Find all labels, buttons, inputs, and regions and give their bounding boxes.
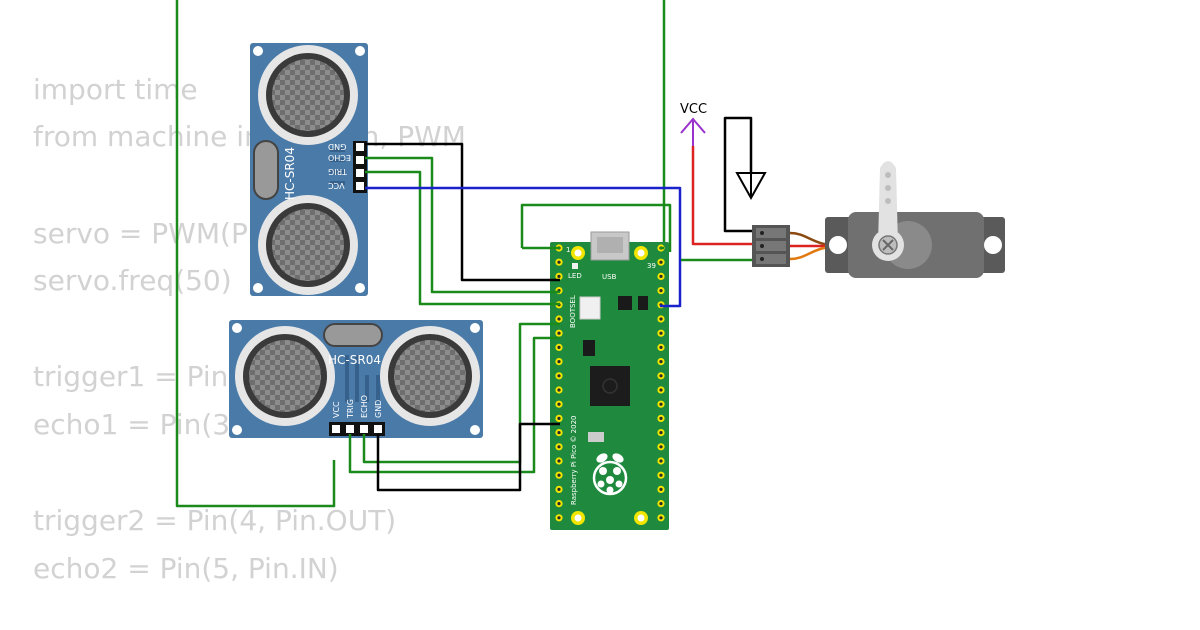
pico-pin-hole (659, 459, 663, 463)
pico-pin-hole (659, 289, 663, 293)
raspberry-logo-icon (592, 453, 628, 496)
screw-icon (882, 239, 894, 251)
pico-pin-hole (557, 473, 561, 477)
sensor-2-pin-label: VCC (332, 401, 341, 418)
vcc-label: VCC (680, 102, 707, 117)
sensor-2-pin-label: TRIG (346, 399, 355, 419)
pico-usb-label: USB (602, 273, 617, 281)
servo-horn[interactable] (872, 161, 904, 261)
pico-pin-hole (557, 388, 561, 392)
pico-pin-number: 1 (566, 246, 570, 254)
pico-pin-hole (557, 374, 561, 378)
pico-pin-hole (659, 473, 663, 477)
wire-green-trig-1 (365, 170, 560, 306)
sensor-1-pin-label: VCC (328, 181, 345, 190)
pico-pin-hole (659, 317, 663, 321)
wire-green-servo-signal (520, 203, 752, 262)
pico-pin-hole (557, 274, 561, 278)
pico-pin-hole (659, 416, 663, 420)
pico-pin-hole (659, 388, 663, 392)
wire-black-gnd-2 (376, 422, 560, 492)
pico-pin-hole (557, 459, 561, 463)
servo-connector[interactable] (752, 225, 790, 267)
wire-black-gnd-1 (365, 142, 560, 282)
crystal (618, 296, 632, 310)
code-line: import time (33, 73, 198, 106)
chip-small (638, 296, 648, 310)
pico-pins-left[interactable] (555, 244, 563, 522)
pico-pin-hole (659, 331, 663, 335)
flash-chip (583, 340, 595, 356)
pico-led-label: LED (568, 272, 582, 280)
raspberry-pi-pico[interactable]: USB LED 1 39 BOOTSEL Raspberry Pi Pico ©… (550, 231, 669, 530)
pico-pin-hole (557, 345, 561, 349)
servo-motor[interactable] (825, 161, 1005, 278)
pico-pin-hole (659, 374, 663, 378)
pico-pin-hole (557, 502, 561, 506)
pico-bootsel-label: BOOTSEL (569, 295, 577, 328)
pico-pin-hole (659, 345, 663, 349)
wire-green-trig-2 (348, 336, 560, 474)
sensor-1-pin-label: TRIG (328, 167, 348, 176)
onboard-led (572, 263, 578, 269)
pico-pin-hole (659, 487, 663, 491)
pico-pin-hole (659, 274, 663, 278)
crystal-oscillator (323, 323, 383, 347)
pico-pin-hole (557, 416, 561, 420)
pico-pin-hole (557, 260, 561, 264)
wire-green-left-loop (175, 0, 336, 508)
pico-pin-hole (659, 260, 663, 264)
pico-pin-hole (557, 331, 561, 335)
sensor-1-label: HC-SR04 (283, 147, 297, 200)
sensor-2-header[interactable] (329, 422, 385, 436)
pico-pin-hole (557, 317, 561, 321)
crystal-oscillator (253, 140, 279, 200)
code-line: trigger2 = Pin(4, Pin.OUT) (33, 504, 396, 537)
vcc-power-symbol: VCC (680, 102, 707, 148)
code-line: echo2 = Pin(5, Pin.IN) (33, 552, 339, 585)
code-line: servo.freq(50) (33, 264, 232, 297)
pico-pin-hole (659, 445, 663, 449)
regulator (588, 432, 604, 442)
ultrasonic-sensor-1[interactable]: HC-SR04 GND ECHO TRIG VCC (250, 43, 368, 296)
sensor-1-header[interactable] (353, 141, 367, 193)
wire-blue-vcc-1 (365, 186, 682, 308)
sensor-1-pin-label: GND (328, 142, 346, 151)
pico-pin-hole (557, 431, 561, 435)
pico-pin-hole (557, 516, 561, 520)
bootsel-button[interactable] (579, 296, 601, 320)
pico-pin-hole (659, 360, 663, 364)
ultrasonic-sensor-2[interactable]: HC-SR04 VCC TRIG ECHO GND (229, 320, 483, 438)
pico-pin-hole (557, 402, 561, 406)
rp2040-chip (590, 366, 630, 406)
pico-pin-hole (659, 431, 663, 435)
wire-black-ground (723, 116, 756, 233)
pico-pin-hole (659, 516, 663, 520)
wire-green-echo-1 (365, 156, 560, 294)
pico-pin-hole (557, 445, 561, 449)
sensor-2-pin-label: ECHO (360, 395, 369, 418)
sensor-2-pin-label: GND (374, 400, 383, 418)
pico-pin-hole (557, 487, 561, 491)
pico-pin-hole (557, 360, 561, 364)
sensor-1-pin-label: ECHO (328, 153, 351, 162)
pico-pin-number: 39 (647, 262, 656, 270)
wire-red-vcc (691, 146, 756, 246)
pico-board-name: Raspberry Pi Pico © 2020 (570, 416, 578, 506)
pico-pins-right[interactable] (657, 244, 665, 522)
ground-symbol (735, 172, 767, 201)
pico-pin-hole (659, 402, 663, 406)
code-line: from machine import Pin, PWM (33, 120, 466, 153)
pico-pin-hole (659, 502, 663, 506)
sensor-2-label: HC-SR04 (328, 353, 381, 367)
